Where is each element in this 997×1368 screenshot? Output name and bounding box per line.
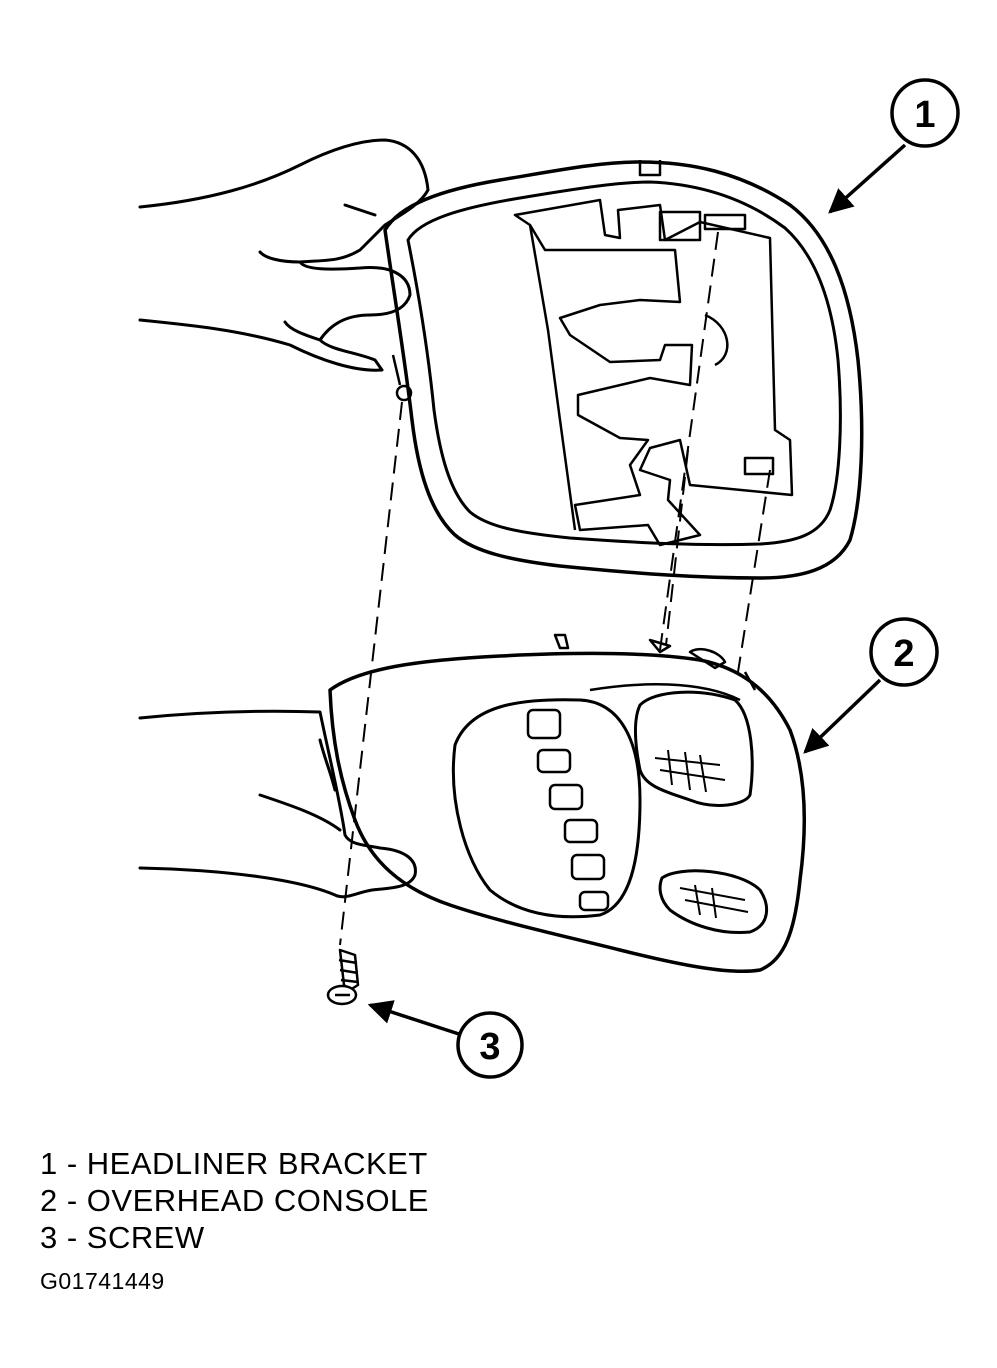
callout-3: 3 — [456, 1011, 524, 1079]
headliner-bracket — [383, 160, 864, 580]
callout-3-number: 3 — [479, 1026, 500, 1068]
legend-item: 2 - OVERHEAD CONSOLE — [40, 1183, 429, 1218]
screw — [326, 948, 360, 1006]
switch-buttons — [526, 708, 610, 912]
alignment-lines — [339, 231, 771, 946]
callout-2-number: 2 — [893, 633, 914, 675]
callout-1-arrow — [828, 143, 907, 214]
overhead-console — [328, 633, 807, 974]
callout-arrows — [367, 143, 907, 1037]
callout-2-arrow — [803, 678, 882, 754]
callout-2: 2 — [869, 617, 939, 687]
legend-item: 3 - SCREW — [40, 1220, 205, 1255]
figure-id: G01741449 — [40, 1268, 165, 1294]
legend-item: 1 - HEADLINER BRACKET — [40, 1146, 428, 1181]
upper-hand — [138, 138, 430, 372]
parts-legend: 1 - HEADLINER BRACKET 2 - OVERHEAD CONSO… — [40, 1145, 429, 1256]
callout-3-arrow — [367, 1000, 463, 1037]
callout-1: 1 — [890, 78, 960, 148]
lower-hand — [138, 709, 417, 899]
callout-1-number: 1 — [914, 94, 935, 136]
